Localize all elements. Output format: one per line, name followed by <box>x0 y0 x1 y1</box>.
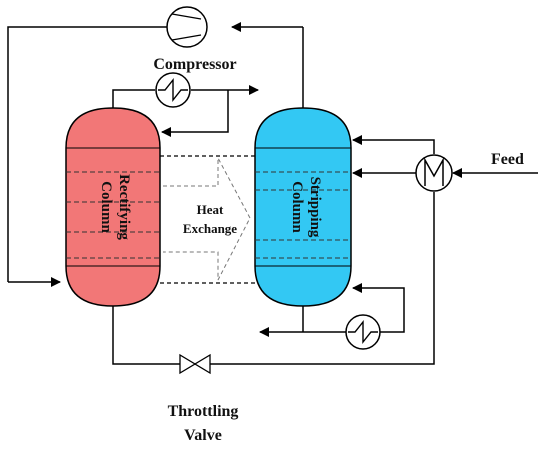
heat-exchange-arrow: Heat Exchange <box>160 155 258 284</box>
reboiler-icon <box>345 314 381 350</box>
rectifying-label-1: Rectifying <box>116 174 132 240</box>
feed-label: Feed <box>491 151 524 168</box>
throttling-label-1: Throttling <box>168 403 239 420</box>
compressor-label: Compressor <box>153 56 236 73</box>
rectifying-column: Rectifying Column <box>65 107 161 307</box>
compressor-loop <box>7 22 304 287</box>
feed-preheater-icon <box>415 154 453 192</box>
stripping-column: Stripping Column <box>254 107 352 307</box>
rectifying-label-2: Column <box>98 181 114 233</box>
stripping-label-2: Column <box>289 181 305 233</box>
compressor-icon <box>166 6 208 48</box>
bottoms-line <box>112 306 180 365</box>
throttling-valve-icon <box>179 353 211 375</box>
reboiler-line <box>259 283 405 337</box>
feed-line <box>210 135 538 365</box>
stripping-label-1: Stripping <box>307 177 323 238</box>
condenser-icon <box>155 72 191 108</box>
condenser-line <box>112 85 259 137</box>
heat-exchange-label-1: Heat <box>197 202 224 217</box>
heat-exchange-label-2: Exchange <box>183 221 237 236</box>
throttling-label-2: Valve <box>184 427 222 444</box>
